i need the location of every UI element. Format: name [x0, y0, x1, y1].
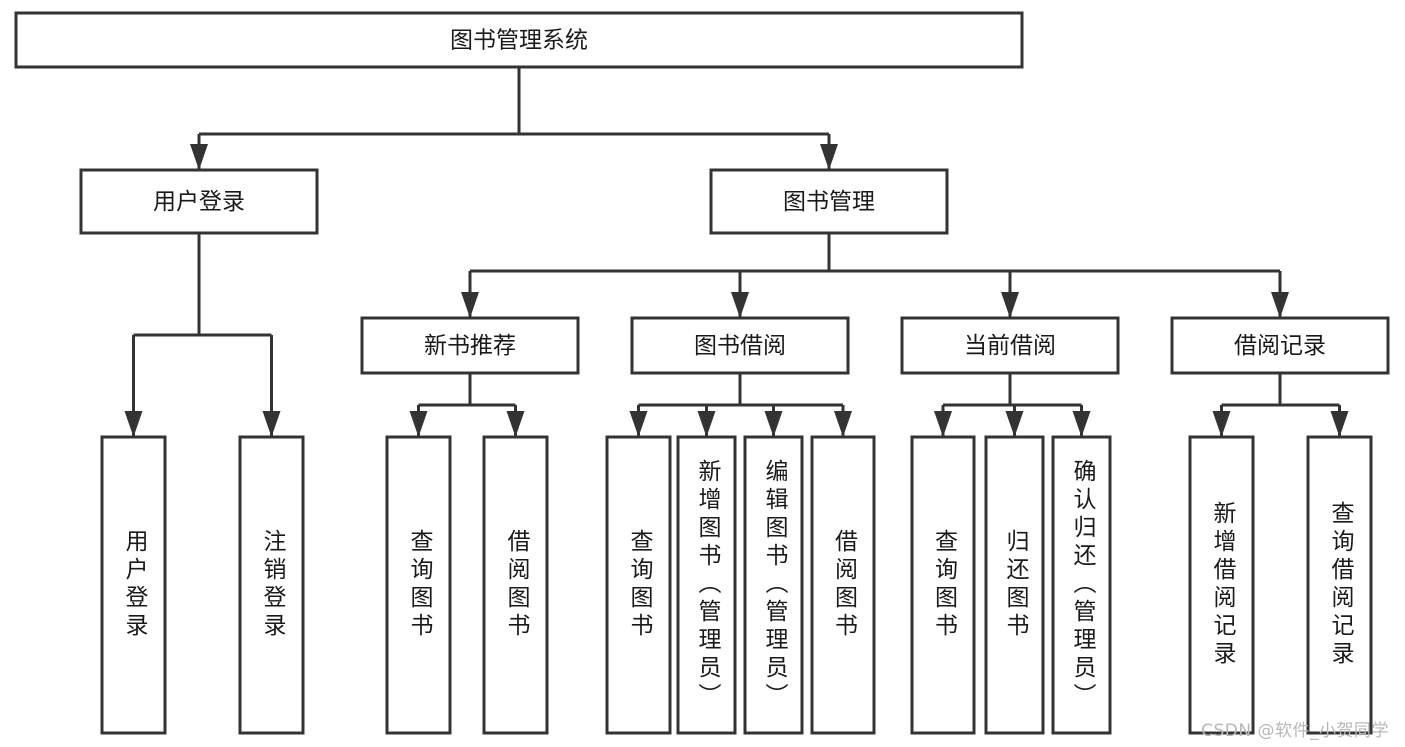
- node-label-current-borrow: 当前借阅: [964, 333, 1056, 359]
- arrow-head: [1001, 292, 1019, 318]
- node-box-leaf-return-book[interactable]: [984, 435, 1045, 735]
- arrow-head: [1005, 411, 1024, 437]
- boxes-layer: [14, 11, 1390, 735]
- arrow-head: [629, 411, 648, 437]
- node-box-leaf-query-book-2[interactable]: [605, 435, 672, 735]
- node-box-leaf-borrow-book-1[interactable]: [482, 435, 549, 735]
- node-label-borrow-record: 借阅记录: [1234, 333, 1326, 359]
- arrow-head: [124, 411, 143, 437]
- arrow-head: [1330, 411, 1349, 437]
- node-box-leaf-borrow-book-2[interactable]: [810, 435, 876, 735]
- node-label-book-borrow: 图书借阅: [694, 333, 786, 359]
- node-box-leaf-query-book-3[interactable]: [910, 435, 976, 735]
- arrow-head: [834, 411, 852, 437]
- arrow-head: [409, 411, 428, 437]
- node-box-leaf-add-book[interactable]: [676, 435, 737, 735]
- arrow-head: [697, 411, 716, 437]
- arrow-head: [731, 292, 749, 318]
- node-box-leaf-edit-book[interactable]: [743, 435, 804, 735]
- arrow-head: [262, 411, 281, 437]
- arrow-head: [764, 411, 783, 437]
- node-label-new-book-recommend: 新书推荐: [424, 333, 516, 359]
- arrow-head: [934, 411, 952, 437]
- arrow-head: [1212, 411, 1231, 437]
- node-label-root: 图书管理系统: [450, 28, 588, 54]
- node-box-new-book-recommend[interactable]: [360, 316, 580, 375]
- node-box-leaf-query-record[interactable]: [1306, 435, 1373, 735]
- node-box-leaf-add-record[interactable]: [1188, 435, 1255, 735]
- node-label-user-login: 用户登录: [153, 189, 245, 215]
- node-box-leaf-query-book-1[interactable]: [385, 435, 452, 735]
- arrow-head: [506, 411, 525, 437]
- node-box-root[interactable]: [14, 11, 1024, 69]
- node-box-book-manage[interactable]: [709, 168, 949, 235]
- watermark: CSDN @软件_小贺同学: [1201, 721, 1389, 741]
- arrow-head: [820, 144, 838, 170]
- node-box-borrow-record[interactable]: [1170, 316, 1390, 375]
- node-box-book-borrow[interactable]: [630, 316, 850, 375]
- node-box-current-borrow[interactable]: [900, 316, 1120, 375]
- arrow-head: [1271, 292, 1289, 318]
- arrow-head: [190, 144, 208, 170]
- node-box-leaf-confirm-return[interactable]: [1051, 435, 1112, 735]
- arrow-head: [1072, 411, 1091, 437]
- node-box-leaf-user-login[interactable]: [100, 435, 167, 735]
- node-box-leaf-logout-login[interactable]: [238, 435, 305, 735]
- node-label-book-manage: 图书管理: [783, 189, 875, 215]
- connectors-layer: [124, 67, 1349, 437]
- node-box-user-login[interactable]: [79, 168, 319, 235]
- arrow-head: [461, 292, 479, 318]
